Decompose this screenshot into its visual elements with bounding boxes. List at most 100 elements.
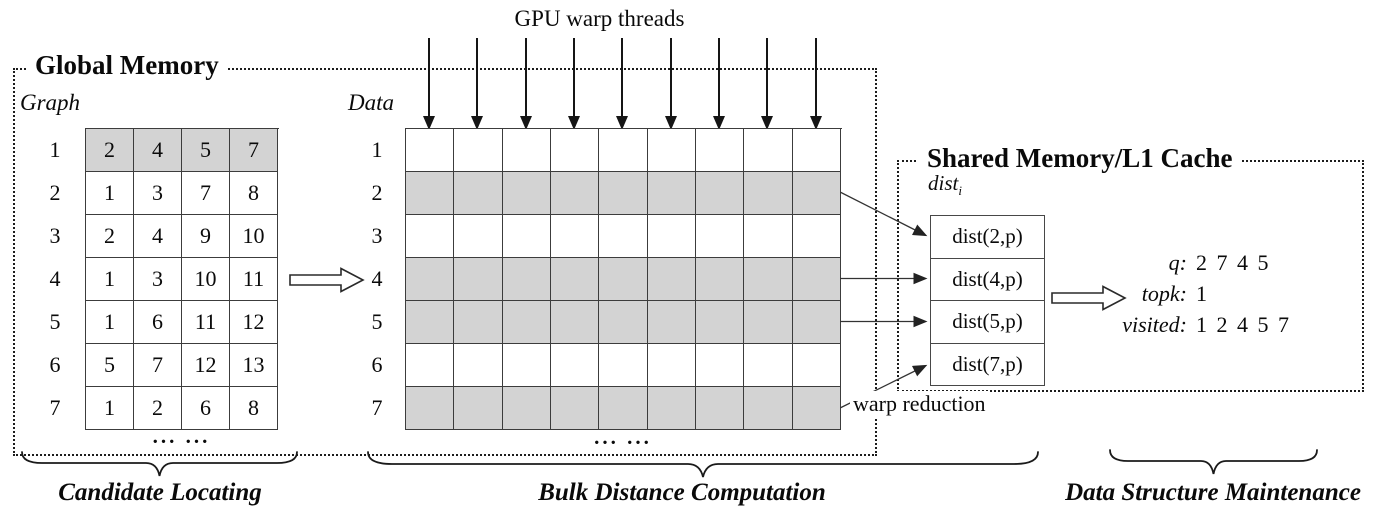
dist-i-text: dist <box>928 171 959 195</box>
arrow-head <box>713 116 726 130</box>
data-row-label: 6 <box>371 352 383 377</box>
global-memory-title: Global Memory <box>26 50 228 80</box>
arrow-head <box>616 116 629 130</box>
arrow-shaft <box>766 38 769 117</box>
data-cell <box>406 172 455 215</box>
data-cell <box>454 387 503 430</box>
graph-row-label: 1 <box>49 137 61 162</box>
data-row <box>406 129 841 172</box>
arrow-head <box>471 116 484 130</box>
dist-box: dist(7,p) <box>931 343 1045 386</box>
arrow-head <box>568 116 581 130</box>
data-cell <box>406 344 455 387</box>
data-cell <box>454 129 503 172</box>
data-cell <box>502 344 551 387</box>
data-row-label: 1 <box>371 137 383 162</box>
data-row <box>406 301 841 344</box>
arrow-shaft <box>428 38 431 117</box>
graph-cell: 2 <box>86 129 134 172</box>
data-cell <box>454 215 503 258</box>
data-row <box>406 387 841 430</box>
warp-reduction-label: warp reduction <box>850 391 989 417</box>
data-grid <box>405 128 842 430</box>
arrow-shaft <box>476 38 479 117</box>
data-row <box>406 172 841 215</box>
data-cell <box>744 387 793 430</box>
data-cell <box>454 172 503 215</box>
warp-thread-arrow-icon <box>502 38 550 130</box>
graph-cell: 8 <box>230 172 278 215</box>
data-cell <box>550 172 600 215</box>
data-label: Data <box>348 90 394 115</box>
state-label: visited: <box>1122 312 1187 337</box>
data-cell <box>599 258 648 301</box>
data-cell <box>406 129 455 172</box>
graph-cell: 9 <box>182 215 230 258</box>
data-cell <box>695 344 745 387</box>
dist-box: dist(2,p) <box>931 216 1045 259</box>
data-cell <box>550 129 600 172</box>
data-cell <box>792 344 841 387</box>
graph-cell: 6 <box>134 301 182 344</box>
graph-cell: 7 <box>230 129 278 172</box>
data-cell <box>454 301 503 344</box>
data-cell <box>792 258 841 301</box>
state-value: 1 2 4 5 7 <box>1196 312 1291 337</box>
data-cell <box>502 172 551 215</box>
graph-cell: 1 <box>86 387 134 430</box>
data-cell <box>502 387 551 430</box>
arrow-head <box>761 116 774 130</box>
graph-cell: 4 <box>134 215 182 258</box>
graph-cell: 4 <box>134 129 182 172</box>
data-cell <box>647 172 696 215</box>
data-cell <box>647 344 696 387</box>
data-cell <box>550 387 600 430</box>
data-ellipsis: ... ... <box>594 425 652 449</box>
data-cell <box>695 172 745 215</box>
graph-cell: 3 <box>134 172 182 215</box>
arrow-shaft <box>621 38 624 117</box>
arrow-head <box>423 116 436 130</box>
data-cell <box>406 215 455 258</box>
data-cell <box>792 387 841 430</box>
graph-cell: 10 <box>182 258 230 301</box>
graph-label: Graph <box>20 90 81 115</box>
data-cell <box>502 301 551 344</box>
data-cell <box>502 215 551 258</box>
data-cell <box>550 344 600 387</box>
graph-cell: 6 <box>182 387 230 430</box>
data-row <box>406 258 841 301</box>
graph-cell: 7 <box>134 344 182 387</box>
warp-thread-arrow-icon <box>743 38 791 130</box>
warp-thread-arrow-icon <box>792 38 840 130</box>
graph-cell: 5 <box>86 344 134 387</box>
data-row-label: 5 <box>371 309 383 334</box>
data-cell <box>502 129 551 172</box>
state-row: q:2 7 4 5 <box>1055 250 1291 281</box>
dist-box: dist(4,p) <box>931 258 1045 301</box>
data-cell <box>744 215 793 258</box>
warp-thread-arrow-icon <box>453 38 501 130</box>
data-row-label: 2 <box>371 180 383 205</box>
graph-cell: 2 <box>134 387 182 430</box>
data-cell <box>502 258 551 301</box>
arrow-head <box>809 116 822 130</box>
arrow-shaft <box>669 38 672 117</box>
data-cell <box>647 129 696 172</box>
data-cell <box>454 344 503 387</box>
phase-label-bulk-distance-computation: Bulk Distance Computation <box>538 479 826 506</box>
data-cell <box>695 301 745 344</box>
data-cell <box>792 215 841 258</box>
data-cell <box>647 301 696 344</box>
data-cell <box>599 172 648 215</box>
data-cell <box>792 301 841 344</box>
graph-ellipsis: ... ... <box>152 424 211 448</box>
